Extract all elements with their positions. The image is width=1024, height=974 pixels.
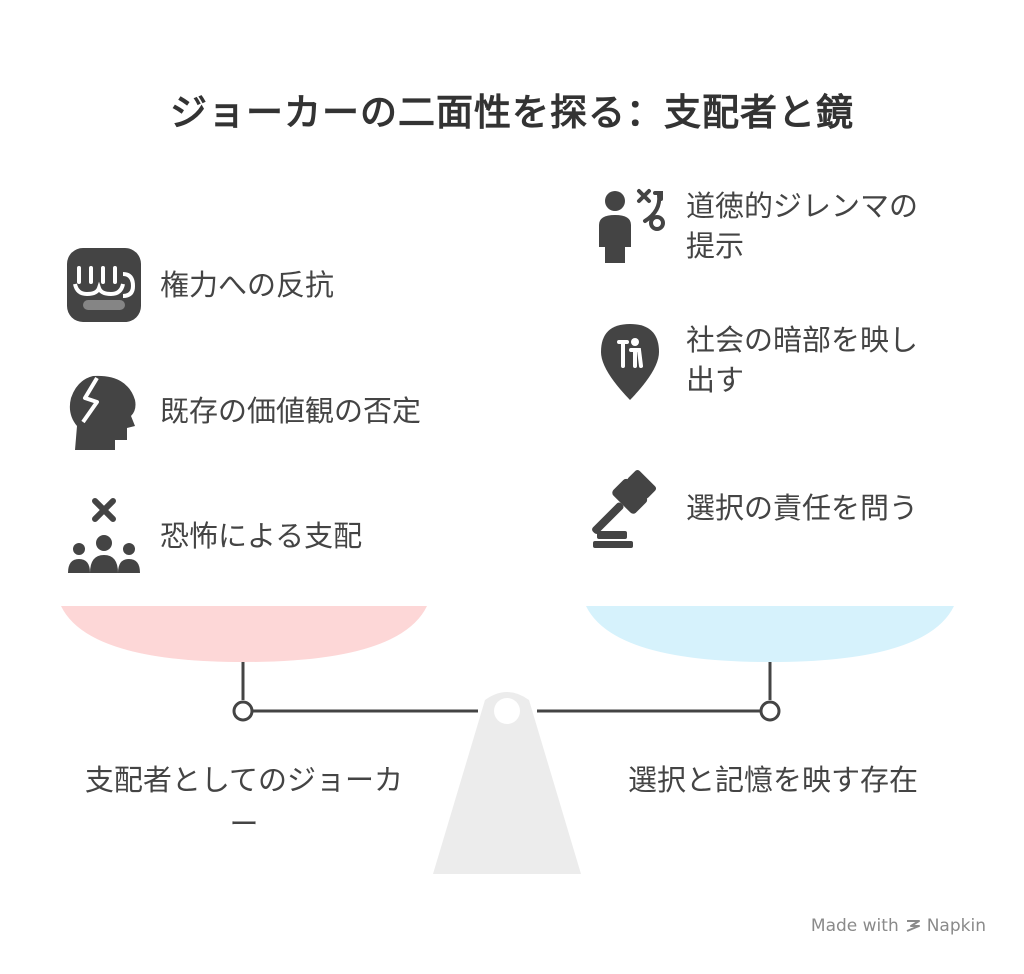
gavel-icon [588, 466, 672, 550]
right-item-label-1: 道徳的ジレンマの提示 [686, 189, 919, 263]
scale-pivot [494, 698, 520, 724]
right-item-2: 社会の暗部を映し出す [588, 318, 926, 402]
left-item-2: 既存の価値観の否定 [62, 369, 421, 453]
right-item-label-2: 社会の暗部を映し出す [686, 323, 919, 397]
left-item-1: 権力への反抗 [62, 243, 334, 327]
left-caption: 支配者としてのジョーカー [84, 763, 404, 841]
pan-left [61, 606, 427, 662]
right-caption: 選択と記憶を映す存在 [627, 763, 918, 797]
watermark-brand: Napkin [926, 916, 986, 936]
left-item-3: 恐怖による支配 [62, 494, 362, 578]
left-item-label-3: 恐怖による支配 [160, 519, 363, 553]
broken-head-icon [62, 369, 146, 453]
crowd-cross-icon [62, 494, 146, 578]
right-item-label-3: 選択の責任を問う [686, 491, 919, 525]
left-item-label-1: 権力への反抗 [160, 268, 335, 302]
left-item-label-2: 既存の価値観の否定 [160, 394, 422, 428]
fist-icon [62, 243, 146, 327]
location-people-icon [588, 318, 672, 402]
joint-left [232, 700, 254, 722]
joint-right [759, 700, 781, 722]
watermark: Made with Napkin [811, 916, 986, 936]
page-title: ジョーカーの二面性を探る：支配者と鏡 [170, 91, 854, 134]
scale-stand [433, 692, 581, 874]
right-item-1: 道徳的ジレンマの提示 [588, 184, 926, 268]
pan-right [586, 606, 954, 662]
watermark-prefix: Made with [810, 916, 899, 936]
person-decision-icon [588, 184, 672, 268]
napkin-logo-icon [906, 920, 920, 932]
right-item-3: 選択の責任を問う [588, 466, 918, 550]
